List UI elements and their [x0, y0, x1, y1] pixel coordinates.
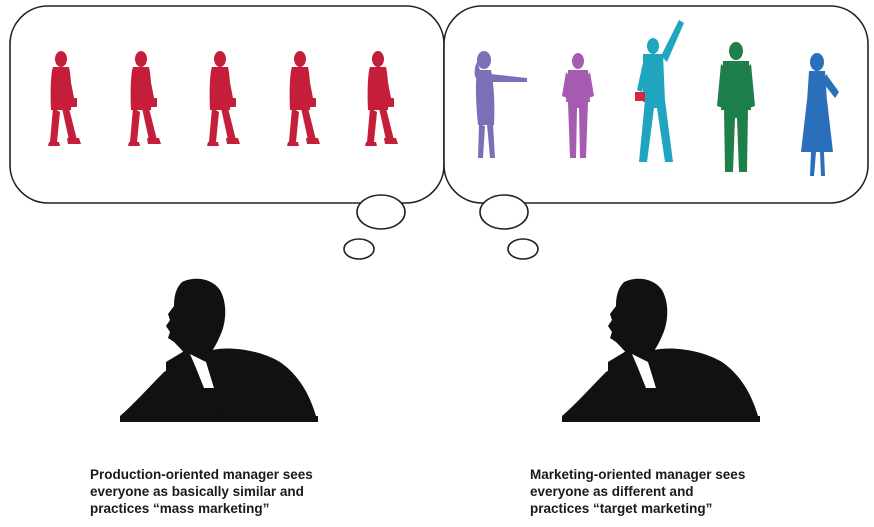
left-caption: Production-oriented manager sees everyon… [90, 466, 313, 517]
right-bubble-trail-small [507, 238, 539, 260]
left-caption-line: Production-oriented manager sees [90, 467, 313, 482]
woman-in-skirt-icon [801, 53, 839, 176]
thinking-manager-silhouette-icon [120, 278, 318, 422]
right-bubble-trail-large [479, 194, 529, 230]
left-caption-line: practices “mass marketing” [90, 501, 270, 516]
right-caption-line: Marketing-oriented manager sees [530, 467, 746, 482]
left-bubble-trail-small [343, 238, 375, 260]
reaching-man-icon [635, 20, 684, 162]
right-caption-line: practices “target marketing” [530, 501, 713, 516]
man-in-suit-icon [717, 42, 755, 172]
left-bubble-trail-large [356, 194, 406, 230]
right-caption-line: everyone as different and [530, 484, 694, 499]
pointing-woman-icon [474, 51, 527, 158]
right-figures-group [474, 20, 839, 176]
left-caption-line: everyone as basically similar and [90, 484, 304, 499]
thinking-manager-silhouette-icon [562, 278, 760, 422]
right-caption: Marketing-oriented manager sees everyone… [530, 466, 745, 517]
standing-man-icon [562, 53, 594, 158]
